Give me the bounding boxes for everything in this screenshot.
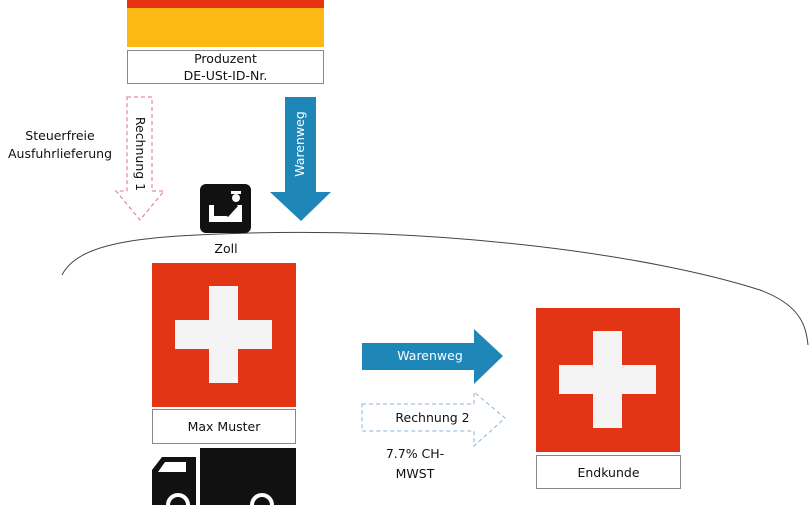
goods-route-down-label: Warenweg: [292, 111, 307, 177]
producer-name: Produzent: [194, 51, 257, 66]
swiss-flag-endkunde: [536, 308, 680, 452]
german-flag: [127, 0, 324, 47]
customs-label: Zoll: [214, 241, 238, 256]
goods-route-down-arrow: [270, 97, 331, 221]
producer-box: Produzent DE-USt-ID-Nr.: [127, 50, 324, 84]
producer-vat-id: DE-USt-ID-Nr.: [183, 68, 268, 83]
goods-route-right-label: Warenweg: [397, 348, 463, 363]
tax-free-note: Steuerfreie Ausfuhrlieferung: [0, 127, 120, 163]
swiss-flag-max-muster: [152, 263, 296, 407]
vat-note: 7.7% CH- MWST: [375, 445, 455, 483]
vat-note-line1: 7.7% CH-: [385, 446, 445, 461]
border-line: [61, 231, 809, 346]
customs-officer-icon: [200, 184, 251, 233]
intermediary-box: Max Muster: [152, 409, 296, 444]
end-customer-box: Endkunde: [536, 455, 681, 489]
intermediary-name: Max Muster: [187, 419, 261, 434]
tax-free-note-line2: Ausfuhrlieferung: [7, 146, 113, 161]
invoice2-arrow: [361, 390, 506, 448]
invoice1-label: Rechnung 1: [133, 116, 148, 192]
vat-note-line2: MWST: [395, 466, 435, 481]
invoice2-label: Rechnung 2: [395, 410, 470, 425]
invoice1-arrow: [114, 96, 166, 221]
goods-route-right-arrow: [362, 329, 503, 384]
end-customer-name: Endkunde: [577, 464, 640, 480]
tax-free-note-line1: Steuerfreie: [25, 128, 95, 143]
truck-icon: [152, 448, 296, 505]
